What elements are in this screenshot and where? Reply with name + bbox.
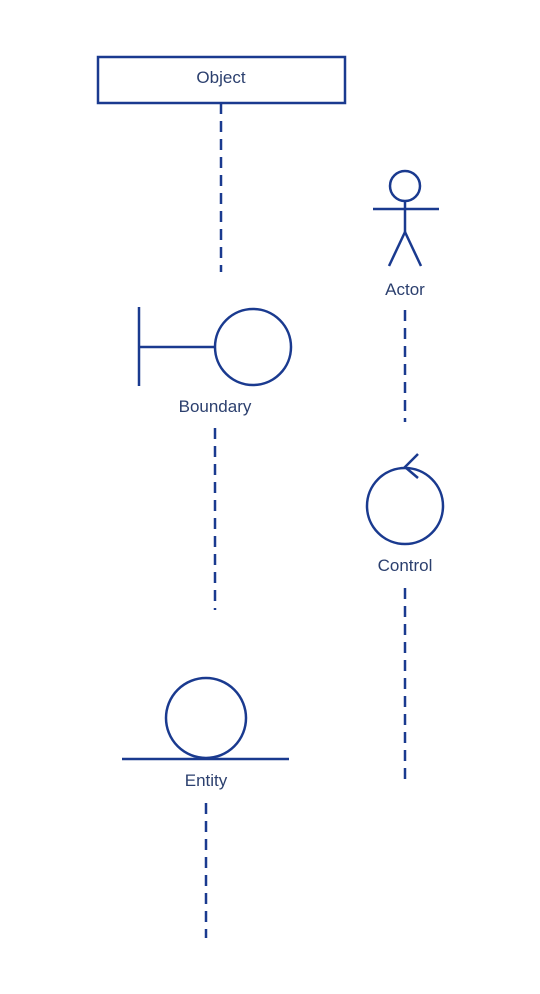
boundary-node[interactable]: Boundary [137, 307, 293, 416]
boundary-icon [137, 307, 293, 387]
entity-icon [122, 676, 289, 761]
actor-icon [373, 169, 439, 267]
control-node[interactable]: Control [365, 453, 445, 575]
actor-node[interactable]: Actor [373, 169, 439, 299]
control-label: Control [378, 556, 433, 575]
object-node[interactable]: Object [96, 55, 347, 105]
entity-label: Entity [185, 771, 228, 790]
entity-node[interactable]: Entity [122, 676, 289, 790]
control-icon [365, 453, 445, 546]
object-label: Object [196, 68, 245, 87]
boundary-label: Boundary [179, 397, 252, 416]
actor-label: Actor [385, 280, 425, 299]
